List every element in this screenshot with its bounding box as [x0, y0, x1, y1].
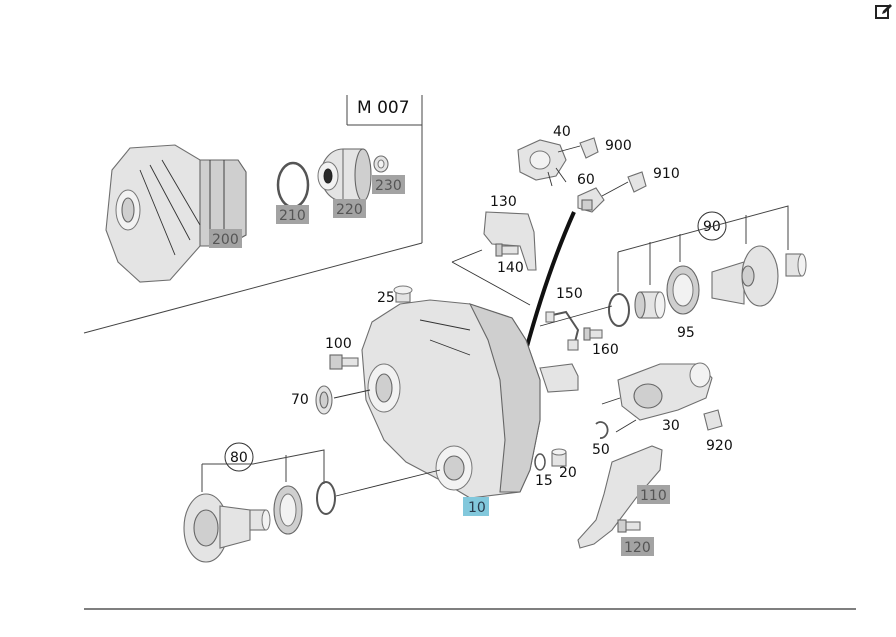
callout-30[interactable]: 30	[662, 418, 680, 434]
callout-90-circle	[697, 211, 727, 241]
part-90-flange[interactable]	[711, 245, 779, 307]
part-80-oring[interactable]	[316, 481, 336, 515]
part-230-nut[interactable]	[373, 155, 389, 173]
callout-210-highlight	[276, 205, 309, 224]
part-90-spacer[interactable]	[634, 291, 666, 319]
callout-920[interactable]: 920	[706, 438, 733, 454]
callout-80[interactable]: 80	[230, 450, 248, 466]
callout-70[interactable]: 70	[291, 392, 309, 408]
part-120-bolt[interactable]	[617, 519, 641, 533]
part-200-housing[interactable]	[105, 144, 247, 283]
part-15-washer[interactable]	[534, 453, 546, 471]
callout-200-highlight	[209, 229, 242, 248]
callout-95[interactable]: 95	[677, 325, 695, 341]
callout-910[interactable]: 910	[653, 166, 680, 182]
callout-50[interactable]: 50	[592, 442, 610, 458]
callout-120-highlight	[621, 537, 654, 556]
part-220-bearing[interactable]	[317, 148, 372, 202]
part-40-actuator-housing[interactable]	[517, 139, 567, 187]
callout-25[interactable]: 25	[377, 290, 395, 306]
part-10-transfer-case[interactable]	[361, 299, 579, 499]
part-210-snap-ring[interactable]	[276, 161, 310, 209]
part-90-bushing[interactable]	[785, 253, 807, 277]
part-60-sensor[interactable]	[577, 187, 605, 213]
part-90-oring[interactable]	[608, 293, 630, 327]
callout-140[interactable]: 140	[497, 260, 524, 276]
callout-40[interactable]: 40	[553, 124, 571, 140]
part-30-motor[interactable]	[601, 362, 713, 433]
callout-10-highlight	[463, 497, 489, 516]
leader-line	[539, 305, 613, 327]
part-95-seal[interactable]	[666, 265, 700, 315]
part-140-bolt[interactable]	[495, 243, 519, 257]
group-90-frame	[617, 205, 789, 292]
callout-110-highlight	[637, 485, 670, 504]
part-80-seal[interactable]	[273, 485, 303, 535]
callout-160[interactable]: 160	[592, 342, 619, 358]
callout-150[interactable]: 150	[556, 286, 583, 302]
callout-10[interactable]: 10	[468, 500, 486, 516]
leader-line	[335, 469, 441, 497]
part-20-plug[interactable]	[551, 448, 567, 467]
callout-130[interactable]: 130	[490, 194, 517, 210]
part-110-guard[interactable]	[577, 445, 663, 549]
leader-line	[601, 181, 629, 197]
callout-230[interactable]: 230	[375, 178, 402, 194]
callout-900[interactable]: 900	[605, 138, 632, 154]
model-code-label: M 007	[357, 98, 410, 118]
install-arrow	[524, 211, 576, 351]
group-80-frame	[201, 449, 325, 492]
part-160-bolt[interactable]	[583, 327, 603, 341]
callout-120[interactable]: 120	[624, 540, 651, 556]
callout-230-highlight	[372, 175, 405, 194]
callout-60[interactable]: 60	[577, 172, 595, 188]
callout-220-highlight	[333, 199, 366, 218]
part-900-plug[interactable]	[579, 137, 599, 159]
callout-15[interactable]: 15	[535, 473, 553, 489]
part-910-plug[interactable]	[627, 171, 647, 193]
callout-210[interactable]: 210	[279, 208, 306, 224]
part-25-breather[interactable]	[393, 285, 413, 303]
part-80-flange-shaft[interactable]	[183, 493, 271, 563]
part-130-bracket[interactable]	[483, 211, 537, 271]
leader-line	[557, 145, 581, 153]
callout-220[interactable]: 220	[336, 202, 363, 218]
leader-line	[451, 249, 483, 263]
callout-110[interactable]: 110	[640, 488, 667, 504]
callout-100[interactable]: 100	[325, 336, 352, 352]
leader-line	[333, 389, 371, 399]
edit-icon[interactable]	[874, 2, 894, 22]
part-100-bolt[interactable]	[329, 354, 359, 370]
callout-200[interactable]: 200	[212, 232, 239, 248]
part-150-wiring[interactable]	[545, 310, 580, 351]
part-50-snap-ring[interactable]	[595, 421, 609, 439]
part-920-plug[interactable]	[703, 409, 723, 431]
leader-line	[451, 261, 531, 306]
callout-20[interactable]: 20	[559, 465, 577, 481]
section-divider-line	[83, 242, 423, 334]
part-70-seal[interactable]	[315, 385, 333, 415]
